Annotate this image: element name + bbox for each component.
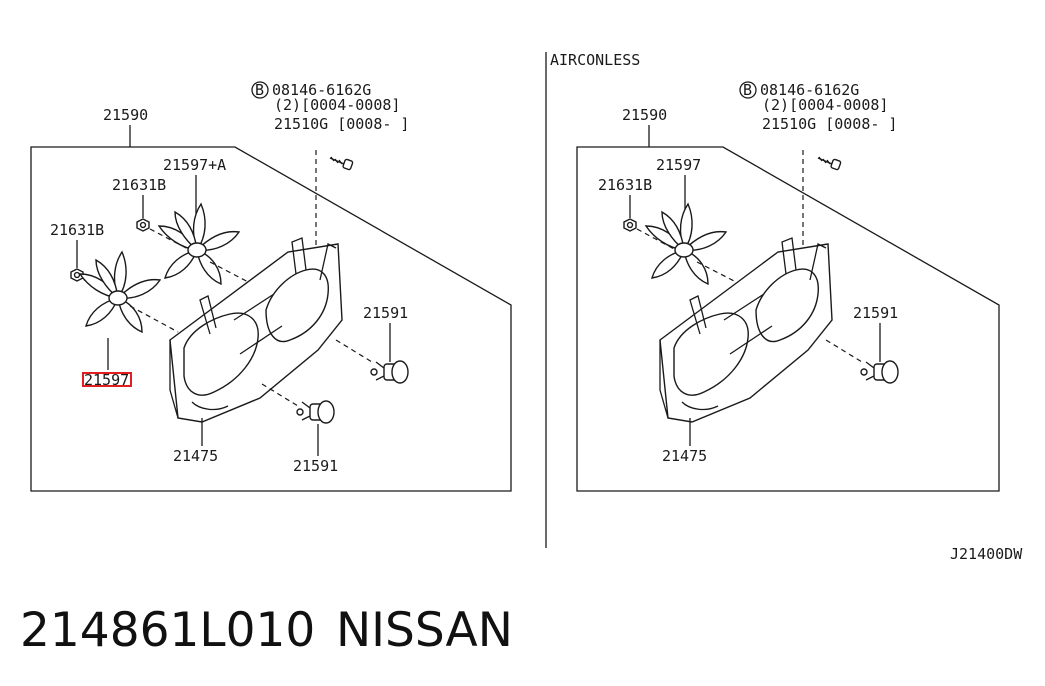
nut-1-label: 21631B [112,176,166,194]
bolt-part-label-r: 08146-6162G [760,81,859,99]
motor-dash-r [825,339,863,363]
motor-label-r: 21591 [853,304,898,322]
bolt-marker-letter: B [255,81,264,99]
fan-a-part [158,203,240,285]
diagram-code: J21400DW [950,545,1023,563]
fan-part [79,251,161,333]
motor-right-label: 21591 [363,304,408,322]
motor-right-dash [335,339,373,363]
bolt-marker-circle [251,81,269,99]
motor-bottom-label: 21591 [293,457,338,475]
shroud-label: 21590 [103,106,148,124]
frame-label-r: 21475 [662,447,707,465]
fan-a-dash [209,261,253,285]
fan-a-label: 21597+A [163,156,226,174]
shroud-label-r: 21590 [622,106,667,124]
left-box-outline [30,146,512,492]
motor-right-part [370,360,409,384]
bolt-qty-label-r: (2)[0004-0008] [762,96,888,114]
frame-part [169,237,343,423]
section-title: AIRCONLESS [550,51,640,69]
highlight-box [82,372,132,387]
fan-dash [129,305,179,333]
left-diagram: B 08146-6162G (2)[0004-0008] 21510G [000… [30,81,512,492]
bolt-marker-circle-r [739,81,757,99]
nut-dash-r [636,228,677,251]
nut-part-r [623,218,637,232]
nut-label-r: 21631B [598,176,652,194]
motor-part-r [860,360,899,384]
fan-highlighted-label[interactable]: 21597 [84,371,129,389]
frame-label: 21475 [173,447,218,465]
bolt-alt-label-r: 21510G [0008- ] [762,115,897,133]
bolt-alt-label: 21510G [0008- ] [274,115,409,133]
bolt-part-label: 08146-6162G [272,81,371,99]
nut-1-dash [149,228,191,251]
motor-bottom-part [296,400,335,424]
right-diagram: AIRCONLESS B 08146-6162G (2)[0004-0008] … [550,51,1000,492]
nut-2-label: 21631B [50,221,104,239]
bolt-part-r [817,156,842,171]
fan-label-r: 21597 [656,156,701,174]
bolt-qty-label: (2)[0004-0008] [274,96,400,114]
footer-brand: NISSAN [336,603,513,658]
nut-1-part [136,218,150,232]
fan-dash-r [696,261,741,285]
frame-part-r [659,237,833,423]
bolt-marker-letter-r: B [743,81,752,99]
motor-bottom-dash [261,383,299,407]
footer-part-number: 214861L010 [20,603,315,658]
right-box-outline [576,146,1000,492]
fan-part-r [645,203,727,285]
bolt-part [329,156,354,171]
